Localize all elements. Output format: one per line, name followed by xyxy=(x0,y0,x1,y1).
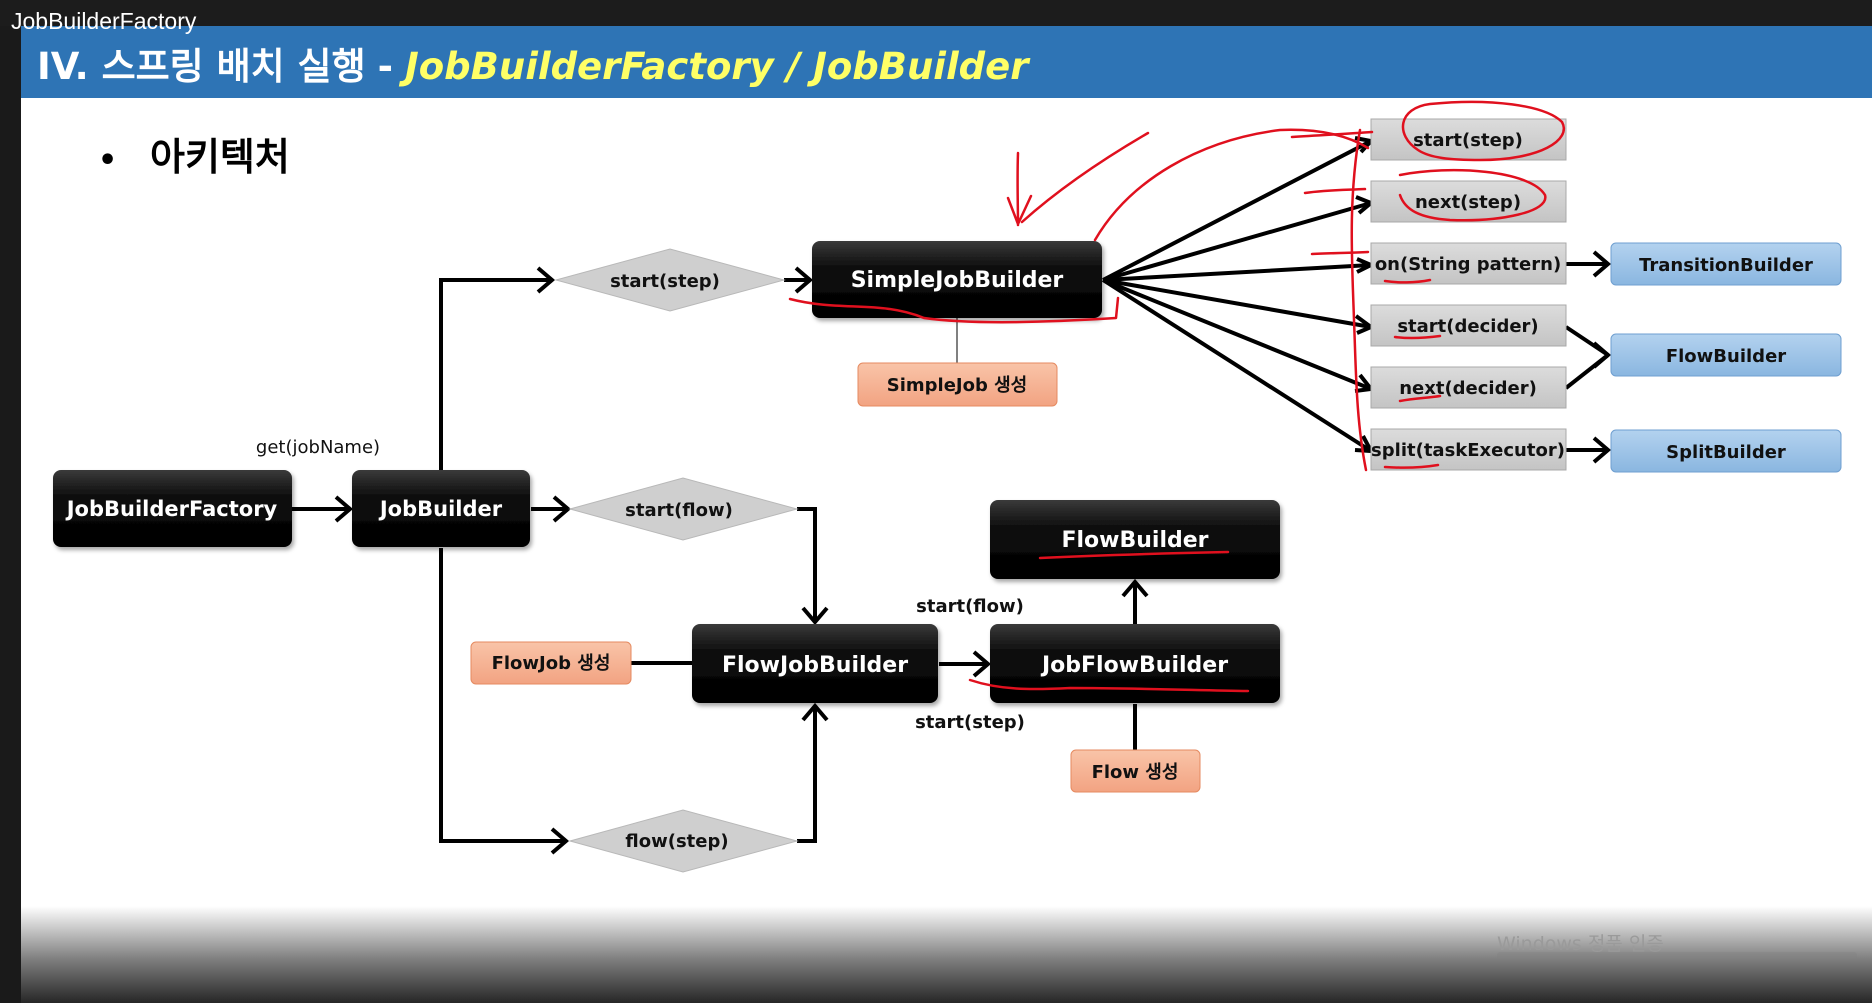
annotation-underline-simple xyxy=(788,296,1120,324)
note-flow-create xyxy=(1070,749,1201,793)
node-simple-job-builder-label: SimpleJobBuilder xyxy=(851,268,1064,293)
target-transition-builder-label: TransitionBuilder xyxy=(1639,255,1813,276)
node-job-flow-builder-label: JobFlowBuilder xyxy=(1040,653,1228,678)
node-flow-builder-top-label: FlowBuilder xyxy=(1061,528,1208,553)
slide-header: IV. 스프링 배치 실행-JobBuilderFactory / JobBui… xyxy=(21,26,1872,98)
node-flow-job-builder-label: FlowJobBuilder xyxy=(722,653,908,678)
method-start-step-label: start(step) xyxy=(1413,130,1523,151)
annotation-underline-next xyxy=(1398,394,1442,403)
diamond-start-flow xyxy=(568,477,799,541)
node-job-builder xyxy=(352,470,530,547)
windows-activation-watermark: Windows 정품 인증 xyxy=(1497,933,1664,955)
diamond-start-step xyxy=(554,248,786,312)
video-top-bar xyxy=(0,0,1872,26)
target-split-builder xyxy=(1610,429,1842,473)
edge-flowbuilder-arrowhead xyxy=(1121,578,1149,598)
slide-title-subtitle: JobBuilderFactory / JobBuilder xyxy=(404,45,1029,88)
method-start-decider-label: start(decider) xyxy=(1397,316,1538,337)
edge-jobbuilder-down xyxy=(439,548,566,843)
note-flowjob-create xyxy=(470,641,632,685)
method-on-pattern-label: on(String pattern) xyxy=(1375,254,1561,275)
edge-flow-step-to-flowjob xyxy=(797,706,817,843)
video-title: JobBuilderFactory xyxy=(11,8,197,34)
annotation-underline-on xyxy=(1383,278,1432,284)
annotation-dash-on-pattern xyxy=(1310,250,1370,256)
fan-to-start-step xyxy=(1102,139,1372,282)
node-job-builder-factory xyxy=(53,470,292,547)
edge-jobflow-arrowhead xyxy=(972,650,992,678)
video-bottom-fade xyxy=(21,906,1872,1003)
edge-start-flow-arrowhead xyxy=(552,495,572,523)
annotation-check-stroke xyxy=(1020,131,1150,224)
target-flow-builder xyxy=(1610,333,1842,377)
note-simplejob-create-label: SimpleJob 생성 xyxy=(887,375,1028,396)
bullet: • xyxy=(98,143,117,178)
node-flow-job-builder xyxy=(692,624,938,703)
annotation-dash-next-step xyxy=(1303,187,1367,195)
target-split-builder-label: SplitBuilder xyxy=(1666,442,1786,463)
fan-to-split xyxy=(1101,278,1373,453)
edge-start-flow-to-flowjob xyxy=(797,507,817,622)
fan-to-next-decider xyxy=(1102,278,1372,391)
target-transition-builder xyxy=(1610,242,1842,286)
annotation-underline-jobflow xyxy=(968,678,1250,693)
edge-flowjob-bottom-arrowhead xyxy=(801,702,829,722)
slide-title-main: IV. 스프링 배치 실행 xyxy=(37,45,366,88)
node-job-builder-factory-label: JobBuilderFactory xyxy=(65,497,278,521)
annotation-underline-start xyxy=(1393,334,1442,340)
fan-to-next-step xyxy=(1102,201,1372,282)
method-split xyxy=(1370,428,1567,471)
annotation-down-arrow xyxy=(1006,151,1033,227)
edge-label-start-step: start(step) xyxy=(915,712,1025,733)
edge-flowbuilder-right-arrowhead xyxy=(1592,341,1612,369)
annotation-underline-split xyxy=(1383,463,1440,469)
annotation-circle-start-step xyxy=(1401,100,1565,162)
edge-factory-arrowhead xyxy=(334,495,354,523)
fan-to-start-decider xyxy=(1102,278,1372,329)
edge-label-get-job-name: get(jobName) xyxy=(256,437,380,458)
slide-title: IV. 스프링 배치 실행-JobBuilderFactory / JobBui… xyxy=(37,36,1028,90)
node-flow-builder-top xyxy=(990,500,1280,579)
note-flowjob-create-label: FlowJob 생성 xyxy=(492,653,611,674)
left-letterbox xyxy=(0,26,21,1003)
method-split-label: split(taskExecutor) xyxy=(1371,440,1565,461)
watermark-subtext-blur xyxy=(1497,952,1857,960)
note-flow-create-label: Flow 생성 xyxy=(1092,762,1179,783)
diamond-start-flow-label: start(flow) xyxy=(625,500,733,521)
slide: IV. 스프링 배치 실행-JobBuilderFactory / JobBui… xyxy=(21,26,1872,1003)
method-next-step-label: next(step) xyxy=(1415,192,1521,213)
edge-label-start-flow: start(flow) xyxy=(916,596,1024,617)
node-job-flow-builder xyxy=(990,624,1280,703)
annotation-bracket-line xyxy=(1350,128,1368,472)
diamond-flow-step xyxy=(568,809,799,873)
note-simplejob-create xyxy=(857,362,1058,407)
edge-transition-arrowhead xyxy=(1592,250,1612,278)
annotation-circle-next-step xyxy=(1398,168,1547,222)
edge-simple-arrowhead xyxy=(794,266,814,294)
method-on-pattern xyxy=(1370,242,1567,285)
method-start-decider xyxy=(1370,304,1567,347)
node-job-builder-label: JobBuilder xyxy=(378,497,503,521)
diamond-flow-step-label: flow(step) xyxy=(625,831,728,852)
edge-split-arrowhead xyxy=(1592,436,1612,464)
node-simple-job-builder xyxy=(812,241,1102,318)
method-next-decider-label: next(decider) xyxy=(1399,378,1537,399)
diamond-start-step-label: start(step) xyxy=(610,271,720,292)
edge-flowjob-top-arrowhead xyxy=(801,606,829,626)
annotation-underline-flowbuilder xyxy=(1038,550,1230,560)
target-flow-builder-label: FlowBuilder xyxy=(1666,346,1786,367)
fan-to-on-pattern xyxy=(1102,263,1372,282)
edge-down-arrowhead xyxy=(550,827,570,855)
section-title: 아키텍처 xyxy=(150,135,290,179)
architecture-diagram: • 아키텍처 xyxy=(53,100,1842,873)
slide-title-separator: - xyxy=(377,45,393,88)
annotation-dash-start-step xyxy=(1290,130,1374,139)
annotation-bracket-curve xyxy=(1093,128,1370,242)
edge-jobbuilder-up xyxy=(439,278,552,470)
edge-up-arrowhead xyxy=(536,266,556,294)
